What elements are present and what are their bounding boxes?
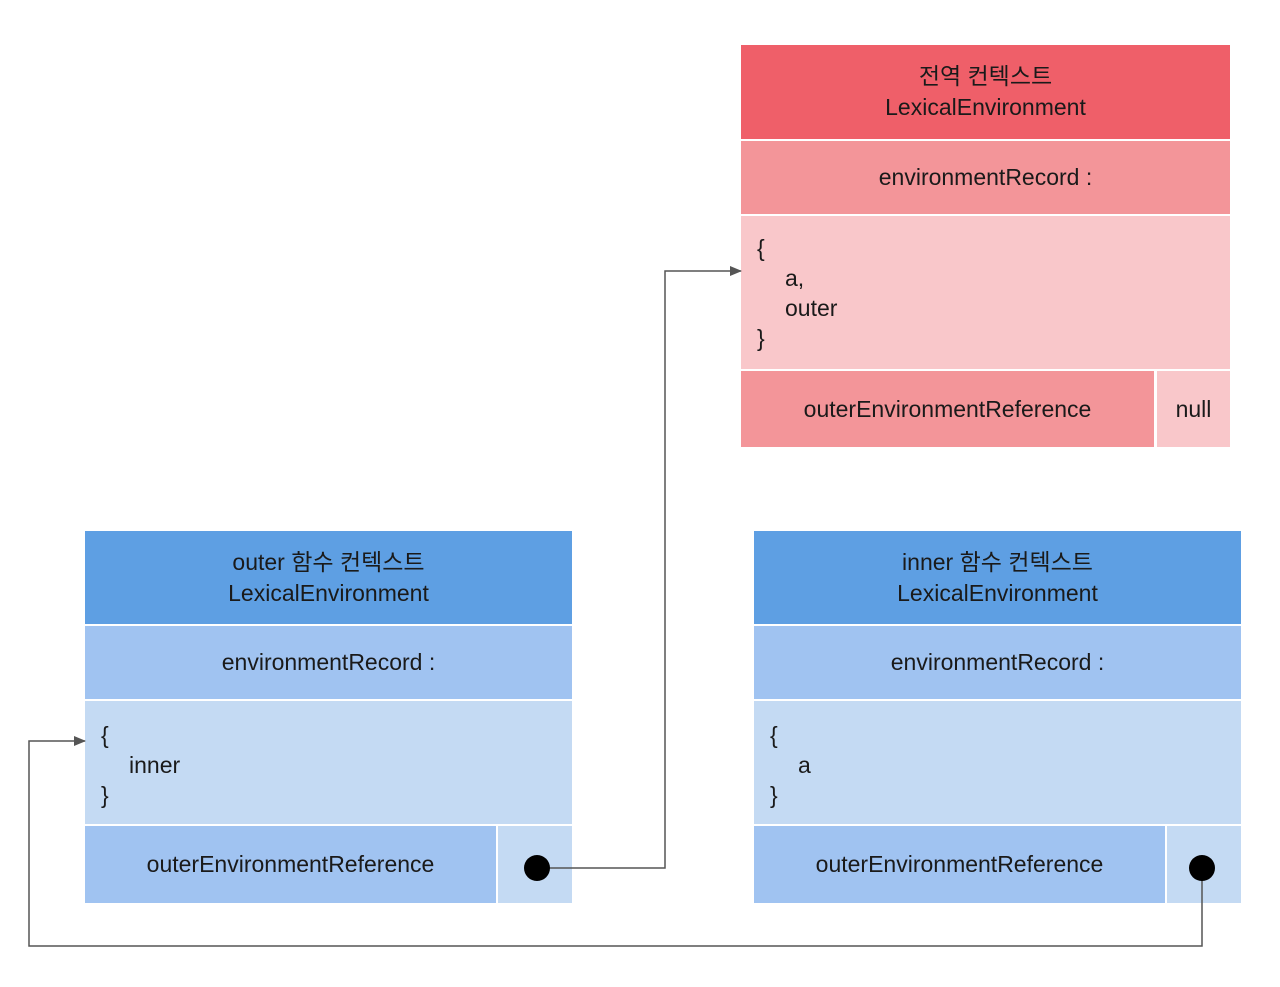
outer-context-subtitle: LexicalEnvironment bbox=[228, 579, 429, 606]
inner-context-subtitle: LexicalEnvironment bbox=[897, 579, 1098, 606]
record-close-brace: } bbox=[757, 325, 765, 351]
record-item-outer: outer bbox=[785, 295, 838, 321]
inner-context-header: inner 함수 컨텍스트 LexicalEnvironment bbox=[754, 531, 1241, 624]
record-item-inner: inner bbox=[129, 752, 181, 778]
inner-context-box: inner 함수 컨텍스트 LexicalEnvironment environ… bbox=[754, 531, 1241, 903]
global-outer-reference-label: outerEnvironmentReference bbox=[741, 371, 1154, 447]
inner-outer-reference-label: outerEnvironmentReference bbox=[754, 826, 1165, 903]
inner-to-outer-connector bbox=[28, 736, 1203, 947]
outer-environment-record-body: { inner } bbox=[85, 701, 572, 824]
global-environment-record-label: environmentRecord : bbox=[741, 141, 1230, 214]
record-close-brace: } bbox=[770, 782, 778, 808]
global-environment-record-body: { a, outer } bbox=[741, 216, 1230, 369]
inner-environment-record-body: { a } bbox=[754, 701, 1241, 824]
record-open-brace: { bbox=[757, 235, 765, 261]
inner-outer-reference-row: outerEnvironmentReference bbox=[754, 826, 1241, 903]
outer-context-box: outer 함수 컨텍스트 LexicalEnvironment environ… bbox=[85, 531, 572, 903]
outer-environment-record-label: environmentRecord : bbox=[85, 626, 572, 699]
record-close-brace: } bbox=[101, 782, 109, 808]
global-outer-reference-row: outerEnvironmentReference null bbox=[741, 371, 1230, 447]
inner-reference-pointer-dot bbox=[1189, 855, 1215, 881]
record-open-brace: { bbox=[101, 722, 109, 748]
global-context-header: 전역 컨텍스트 LexicalEnvironment bbox=[741, 45, 1230, 139]
global-context-box: 전역 컨텍스트 LexicalEnvironment environmentRe… bbox=[741, 45, 1230, 447]
record-item-a: a, bbox=[785, 265, 805, 291]
outer-outer-reference-row: outerEnvironmentReference bbox=[85, 826, 572, 903]
outer-outer-reference-label: outerEnvironmentReference bbox=[85, 826, 496, 903]
record-item-a: a bbox=[798, 752, 811, 778]
outer-context-title: outer 함수 컨텍스트 bbox=[232, 548, 425, 575]
outer-to-global-connector bbox=[537, 266, 742, 869]
outer-context-header: outer 함수 컨텍스트 LexicalEnvironment bbox=[85, 531, 572, 624]
outer-reference-pointer-dot bbox=[524, 855, 550, 881]
record-open-brace: { bbox=[770, 722, 778, 748]
inner-context-title: inner 함수 컨텍스트 bbox=[902, 548, 1093, 575]
global-context-title: 전역 컨텍스트 bbox=[918, 63, 1053, 89]
global-context-subtitle: LexicalEnvironment bbox=[885, 94, 1086, 120]
inner-environment-record-label: environmentRecord : bbox=[754, 626, 1241, 699]
global-outer-reference-value: null bbox=[1157, 371, 1230, 447]
